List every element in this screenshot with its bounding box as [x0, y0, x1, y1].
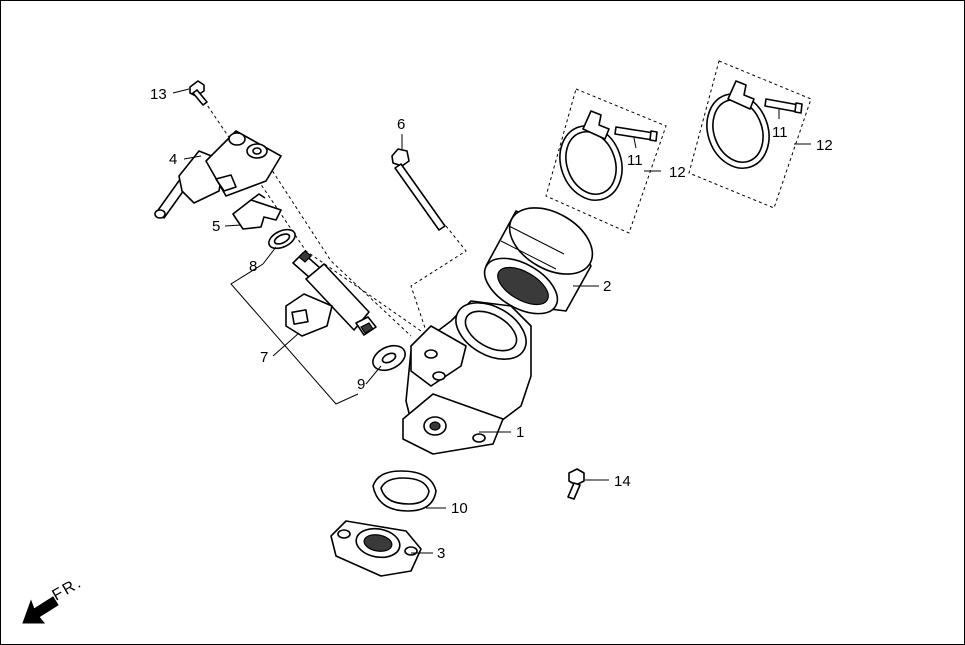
front-direction-indicator: FR.	[22, 574, 86, 624]
leader-7	[272, 332, 300, 357]
part-6-long-bolt	[391, 148, 446, 231]
clamp-box-right	[688, 60, 812, 209]
callout-9: 9	[357, 376, 365, 393]
part-4-fuel-rail	[154, 130, 282, 219]
part-11-screw-right	[764, 98, 803, 114]
part-3-insulator	[330, 520, 422, 577]
part-13-bolt	[189, 80, 208, 106]
alignment-line-fuel-rail	[265, 160, 412, 337]
part-2-intake-boot	[483, 207, 594, 315]
part-11-screw-left	[614, 126, 658, 142]
leader-8-bracket	[230, 246, 359, 405]
callout-8: 8	[249, 258, 257, 275]
part-12-clamp-right	[706, 80, 770, 169]
leader-5	[224, 224, 242, 227]
part-1-intake-manifold	[402, 300, 532, 455]
callout-4: 4	[169, 151, 177, 168]
callout-7: 7	[260, 349, 268, 366]
callout-11-left: 11	[627, 152, 643, 169]
part-12-clamp-left	[559, 110, 623, 201]
callout-3: 3	[437, 545, 445, 562]
callout-14: 14	[614, 473, 631, 490]
front-arrow-icon	[22, 596, 59, 624]
leader-9	[365, 365, 382, 385]
callout-12-right: 12	[816, 137, 833, 154]
leader-11-left	[633, 137, 637, 149]
callout-6: 6	[397, 116, 405, 133]
clamp-box-left	[545, 88, 667, 234]
callout-1: 1	[516, 424, 524, 441]
part-14-bolt	[567, 468, 585, 500]
callout-12-left: 12	[669, 164, 686, 181]
callout-10: 10	[451, 500, 468, 517]
part-8-o-ring	[268, 228, 296, 250]
callout-11-right: 11	[772, 124, 788, 141]
part-10-gasket	[372, 470, 437, 512]
leader-4	[183, 155, 202, 160]
callout-13: 13	[150, 86, 167, 103]
front-label: FR.	[50, 574, 86, 605]
part-7-injector	[285, 250, 377, 337]
part-5-clip	[232, 193, 282, 230]
callout-5: 5	[212, 218, 220, 235]
leader-13	[172, 88, 190, 94]
callout-2: 2	[603, 278, 611, 295]
part-9-washer	[372, 344, 406, 372]
alignment-line-bolt-6	[410, 225, 467, 332]
